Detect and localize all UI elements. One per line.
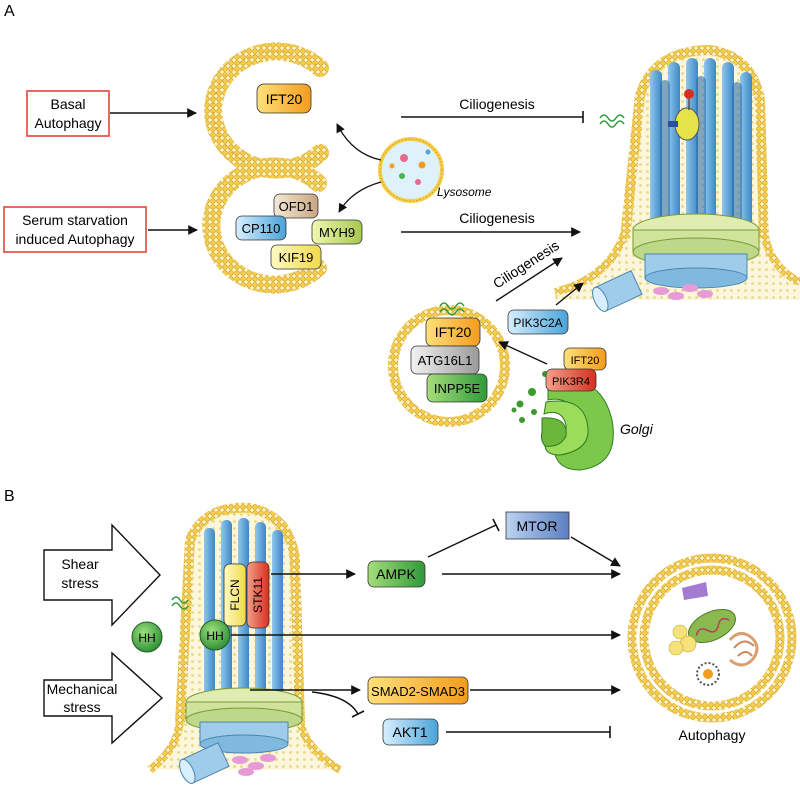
serum-autophagy-box: Serum starvation induced Autophagy [3, 206, 147, 253]
golgi-ift20-label: IFT20 [571, 355, 600, 367]
cilium-inhibit-akt1-bar [351, 710, 365, 718]
shear-stress-line2: stress [61, 575, 98, 591]
pik3c2a-badge: PIK3C2A [507, 309, 569, 335]
myh9-label: MYH9 [319, 225, 355, 240]
ampk-badge: AMPK [367, 560, 426, 588]
lysosome-to-phagophore1-arrow [336, 123, 382, 161]
cilium-a [553, 44, 800, 312]
ampk-label: AMPK [376, 566, 416, 582]
stk11-label: STK11 [251, 577, 265, 613]
ciliogenesis-top-label: Ciliogenesis [459, 96, 534, 112]
flcn-badge: FLCN [223, 563, 247, 627]
shear-stress-line1: Shear [61, 556, 99, 572]
mtor-label: MTOR [517, 518, 558, 534]
ampk-inhibit-mtor-line [427, 524, 497, 558]
hh-outside-label: HH [138, 631, 155, 645]
serum-autophagy-line2: induced Autophagy [15, 231, 134, 247]
ift20-phagophore-badge: IFT20 [256, 83, 312, 114]
smad-badge: SMAD2-SMAD3 [367, 676, 469, 705]
panel-a-label: A [4, 3, 15, 20]
stk11-badge: STK11 [246, 561, 270, 629]
hh-cilium-label: HH [206, 629, 223, 643]
ciliogenesis-mid-label: Ciliogenesis [459, 210, 534, 226]
akt1-label: AKT1 [392, 724, 427, 740]
vesicle-ift20-badge: IFT20 [425, 317, 481, 347]
atg16l1-label: ATG16L1 [418, 353, 473, 368]
vesicle-ift20-label: IFT20 [435, 324, 472, 340]
golgi-to-vesicle-arrow [498, 341, 548, 365]
hh-outside-badge: HH [131, 621, 163, 653]
mechanical-stress-arrow: Mechanical stress [43, 651, 164, 745]
inpp5e-label: INPP5E [434, 381, 481, 396]
cilium-b [147, 502, 343, 784]
smad-label: SMAD2-SMAD3 [371, 684, 465, 699]
autophagosome [627, 553, 797, 723]
ciliogenesis-diag-arrow [495, 257, 563, 302]
mtor-to-autophagy-arrow [570, 536, 621, 567]
atg16l1-badge: ATG16L1 [410, 345, 480, 375]
cp110-badge: CP110 [235, 215, 287, 241]
cilium-inhibit-akt1-line [311, 691, 359, 715]
ofd1-badge: OFD1 [273, 193, 319, 219]
myh9-badge: MYH9 [311, 219, 363, 245]
pik3c2a-label: PIK3C2A [513, 316, 562, 330]
pik3r4-label: PIK3R4 [552, 376, 590, 388]
basal-autophagy-box: Basal Autophagy [26, 90, 110, 137]
mechanical-stress-line2: stress [63, 699, 100, 715]
autophagy-label: Autophagy [679, 727, 746, 743]
panel-b-label: B [4, 488, 15, 505]
flcn-label: FLCN [228, 579, 242, 610]
ofd1-label: OFD1 [279, 199, 314, 214]
ift20-phagophore-label: IFT20 [266, 91, 303, 107]
mechanical-stress-line1: Mechanical [47, 681, 118, 697]
basal-autophagy-line1: Basal [50, 96, 85, 112]
kif19-label: KIF19 [279, 250, 314, 265]
hh-cilium-badge: HH [199, 619, 231, 651]
lysosome-label: Lysosome [437, 185, 492, 199]
basal-autophagy-line2: Autophagy [35, 115, 102, 131]
ampk-inhibit-mtor-bar [492, 518, 500, 532]
inpp5e-badge: INPP5E [426, 373, 488, 403]
phagophore-serum [202, 157, 327, 294]
shear-stress-arrow: Shear stress [43, 523, 161, 627]
cp110-label: CP110 [242, 221, 281, 236]
golgi-label: Golgi [620, 421, 654, 437]
lysosome-to-phagophore2-arrow [338, 181, 382, 213]
mtor-box: MTOR [505, 511, 570, 540]
golgi-ift20-badge: IFT20 [563, 347, 607, 371]
lysosome [378, 137, 444, 203]
serum-autophagy-line1: Serum starvation [22, 212, 128, 228]
kif19-badge: KIF19 [270, 244, 322, 270]
pik3r4-badge: PIK3R4 [545, 368, 597, 392]
akt1-badge: AKT1 [382, 718, 439, 746]
golgi [511, 371, 614, 471]
pik3c2a-arrow [555, 282, 584, 306]
